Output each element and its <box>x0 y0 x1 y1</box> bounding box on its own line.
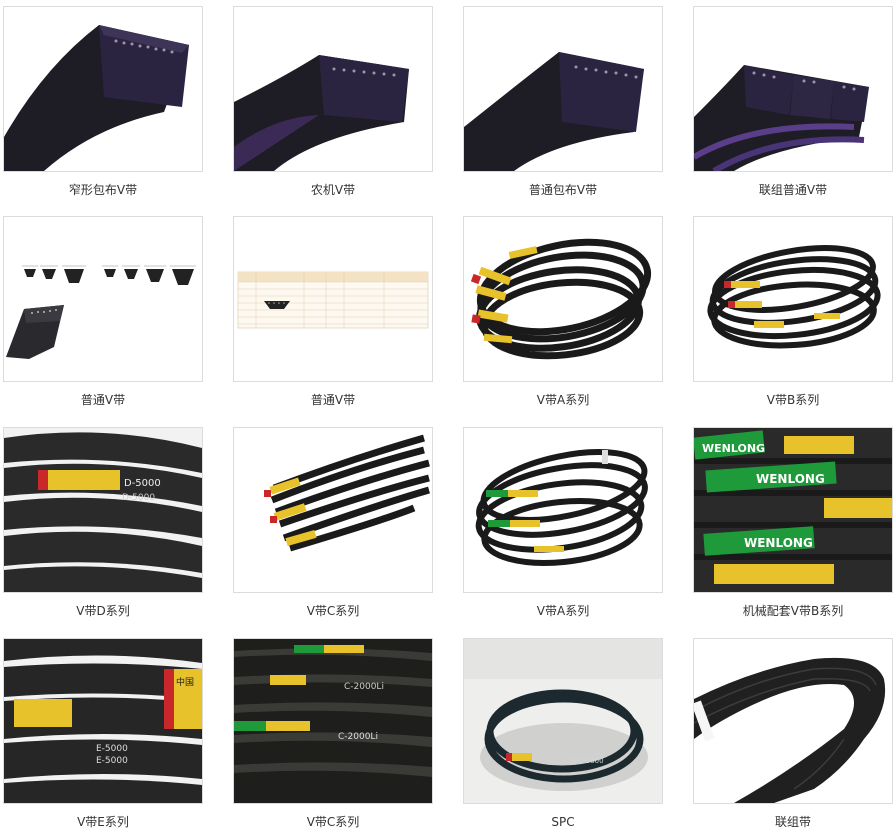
product-card[interactable]: 联组普通V带 <box>693 6 893 206</box>
belt-code-label: E-5000 <box>96 744 128 754</box>
product-card[interactable]: C-2000Li C-2000Li V带C系列 <box>233 638 433 838</box>
stacked-belts-d-series-icon[interactable]: D-5000 D-5000 <box>3 427 203 593</box>
product-card[interactable]: D-5000 D-5000 V带D系列 <box>3 427 203 627</box>
product-card[interactable]: 农机V带 <box>233 6 433 206</box>
brand-label: WENLONG <box>702 442 765 455</box>
product-caption[interactable]: 机械配套V带B系列 <box>742 604 844 618</box>
coiled-belts-a-series-icon[interactable] <box>463 216 663 382</box>
origin-label: 中国 <box>176 676 194 688</box>
product-caption[interactable]: 联组普通V带 <box>758 183 828 197</box>
product-card[interactable]: V带A系列 <box>463 427 663 627</box>
product-caption[interactable]: 农机V带 <box>310 183 356 197</box>
product-caption[interactable]: V带C系列 <box>306 604 360 618</box>
product-caption[interactable]: 普通V带 <box>80 393 126 407</box>
product-card[interactable]: 普通V带 <box>3 216 203 416</box>
agricultural-v-belt-icon[interactable] <box>233 6 433 172</box>
coiled-belts-c-series-icon[interactable] <box>233 427 433 593</box>
stacked-belts-c-series-icon[interactable]: C-2000Li C-2000Li <box>233 638 433 804</box>
product-card[interactable]: V带C系列 <box>233 427 433 627</box>
product-caption[interactable]: V带A系列 <box>536 393 590 407</box>
product-caption[interactable]: SPC <box>551 815 575 829</box>
coiled-belts-a-series-green-icon[interactable] <box>463 427 663 593</box>
spc-belt-coil-icon[interactable]: SPC 5000 <box>463 638 663 804</box>
belt-code-label: D-5000 <box>122 493 155 503</box>
wrapped-v-belt-standard-icon[interactable] <box>463 6 663 172</box>
brand-label: WENLONG <box>756 472 825 486</box>
product-card[interactable]: 中国 E-5000 E-5000 V带E系列 <box>3 638 203 838</box>
brand-label: WENLONG <box>744 536 813 550</box>
product-card[interactable]: 窄形包布V带 <box>3 6 203 206</box>
banded-belt-loop-icon[interactable] <box>693 638 893 804</box>
product-card[interactable]: WENLONG WENLONG WENLONG 机械配套V带B系列 <box>693 427 893 627</box>
stacked-belts-e-series-icon[interactable]: 中国 E-5000 E-5000 <box>3 638 203 804</box>
product-caption[interactable]: V带D系列 <box>76 604 130 618</box>
product-caption[interactable]: 普通V带 <box>310 393 356 407</box>
product-caption[interactable]: 窄形包布V带 <box>68 183 138 197</box>
product-caption[interactable]: 联组带 <box>774 815 811 829</box>
v-belt-spec-table-icon[interactable] <box>233 216 433 382</box>
v-belt-section-diagram-icon[interactable] <box>3 216 203 382</box>
product-card[interactable]: V带B系列 <box>693 216 893 416</box>
belt-code-label: SPC 5000 <box>570 757 604 765</box>
wrapped-v-belt-narrow-icon[interactable] <box>3 6 203 172</box>
product-card[interactable]: V带A系列 <box>463 216 663 416</box>
wenlong-label-belts-icon[interactable]: WENLONG WENLONG WENLONG <box>693 427 893 593</box>
product-card[interactable]: 普通包布V带 <box>463 6 663 206</box>
product-caption[interactable]: V带C系列 <box>306 815 360 829</box>
product-card[interactable]: 联组带 <box>693 638 893 838</box>
banded-v-belt-icon[interactable] <box>693 6 893 172</box>
belt-code-label: E-5000 <box>96 756 128 766</box>
product-card[interactable]: SPC 5000 SPC <box>463 638 663 838</box>
product-caption[interactable]: V带A系列 <box>536 604 590 618</box>
product-card[interactable]: 普通V带 <box>233 216 433 416</box>
belt-code-label: D-5000 <box>124 478 161 489</box>
product-caption[interactable]: V带E系列 <box>77 815 129 829</box>
product-caption[interactable]: V带B系列 <box>766 393 820 407</box>
belt-code-label: C-2000Li <box>344 682 384 692</box>
coiled-belts-b-series-icon[interactable] <box>693 216 893 382</box>
belt-code-label: C-2000Li <box>338 732 378 742</box>
product-caption[interactable]: 普通包布V带 <box>528 183 598 197</box>
